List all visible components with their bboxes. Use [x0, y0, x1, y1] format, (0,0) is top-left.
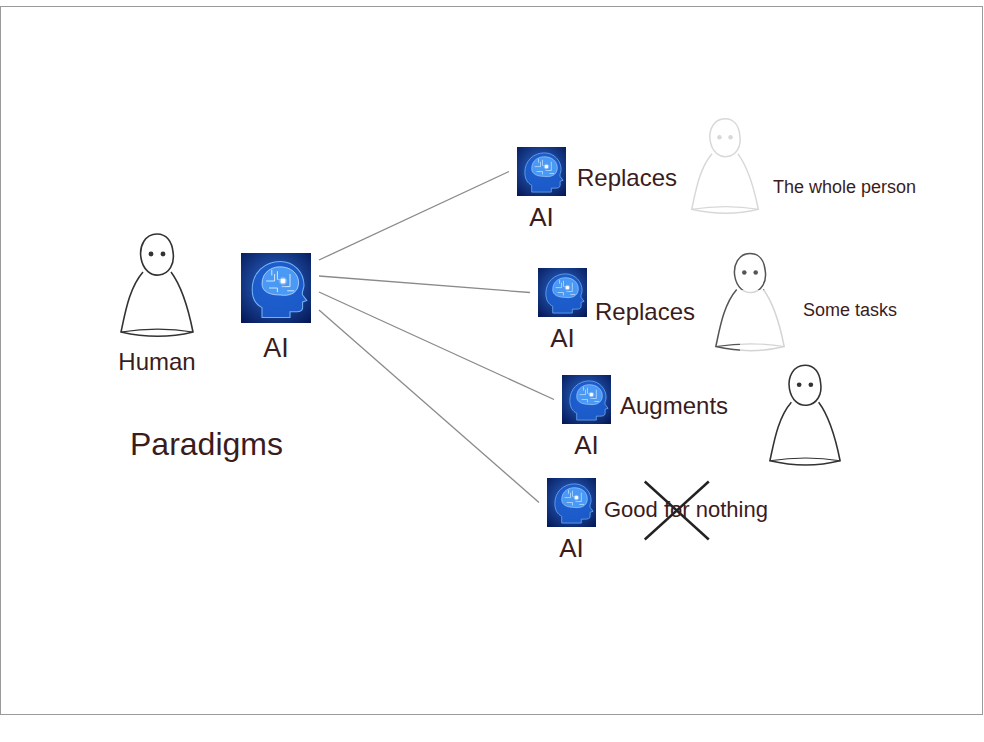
branch-label: Augments [620, 394, 728, 418]
branch-line [319, 172, 509, 261]
branch-line [319, 292, 554, 400]
brain-icon [517, 147, 566, 196]
node-label: Human [118, 350, 195, 374]
branch-label: Replaces [577, 166, 677, 190]
ai-node: AI [517, 147, 566, 196]
brain-icon [562, 375, 611, 424]
ai-node: AI [241, 253, 311, 323]
branch-label: Replaces [595, 300, 695, 324]
paradigms-title: Paradigms [130, 428, 283, 460]
node-label: AI [529, 204, 554, 230]
brain-icon [538, 268, 587, 317]
branch-line [319, 310, 539, 503]
branch-line [319, 276, 530, 293]
branch-note: Some tasks [803, 301, 897, 319]
faded-person [692, 119, 759, 214]
human-figure [112, 228, 202, 338]
ai-node: AI [547, 478, 596, 527]
brain-icon [547, 478, 596, 527]
branch-label: Good for nothing [604, 499, 768, 521]
ai-node: AI [562, 375, 611, 424]
node-label: AI [550, 325, 575, 351]
brain-icon [241, 253, 311, 323]
human-node: Human [112, 228, 202, 338]
node-label: AI [263, 335, 289, 362]
ai-node: AI [538, 268, 587, 317]
node-label: AI [574, 432, 599, 458]
page-frame [1, 7, 983, 715]
node-label: AI [559, 535, 584, 561]
person-figure [770, 365, 840, 465]
fade-overlay [740, 290, 790, 360]
branch-note: The whole person [773, 178, 916, 196]
